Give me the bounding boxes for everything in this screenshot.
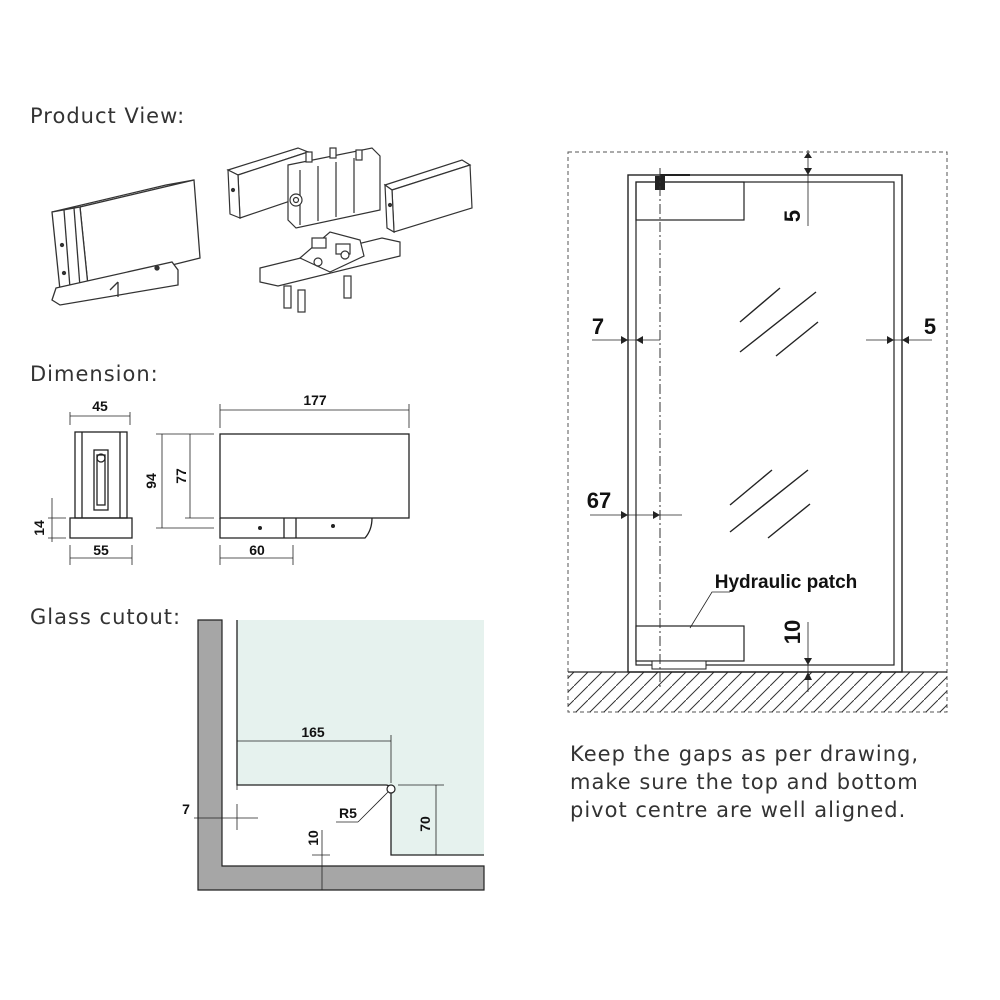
- screw-hole: [331, 524, 335, 528]
- screw-hole: [258, 526, 262, 530]
- cutout-label-165: 165: [301, 724, 325, 740]
- dimension-label-77: 77: [173, 468, 189, 484]
- section-title-product-view: Product View:: [30, 104, 186, 128]
- door-label-left-gap: 7: [592, 314, 604, 339]
- door-label-top-gap: 5: [780, 210, 805, 222]
- front-view-drawing: [156, 404, 410, 565]
- installation-note: Keep the gaps as per drawing, make sure …: [570, 740, 919, 824]
- dimension-label-177: 177: [303, 392, 327, 408]
- assembled-hinge-illustration: [51, 179, 201, 306]
- door-installation-drawing: [567, 150, 948, 713]
- cutout-label-70: 70: [417, 816, 433, 832]
- door-label-bottom-gap: 10: [780, 620, 805, 644]
- dimension-label-60: 60: [249, 542, 265, 558]
- cutout-label-r5: R5: [339, 805, 357, 821]
- installation-note-line: pivot centre are well aligned.: [570, 798, 907, 822]
- installation-note-line: Keep the gaps as per drawing,: [570, 742, 920, 766]
- dimension-label-45: 45: [92, 398, 108, 414]
- section-title-glass-cutout: Glass cutout:: [30, 605, 182, 629]
- section-title-dimension: Dimension:: [30, 362, 159, 386]
- installation-note-line: make sure the top and bottom: [570, 770, 919, 794]
- cutout-label-10: 10: [305, 830, 321, 846]
- dimension-label-14: 14: [31, 520, 47, 536]
- side-view-drawing: [48, 412, 133, 565]
- exploded-hinge-illustration: [226, 147, 473, 313]
- hydraulic-patch-label: Hydraulic patch: [715, 572, 858, 593]
- door-label-right-gap: 5: [924, 314, 936, 339]
- dimension-label-55: 55: [93, 542, 109, 558]
- cutout-label-7: 7: [182, 801, 190, 817]
- door-label-pivot-offset: 67: [587, 488, 611, 513]
- dimension-label-94: 94: [143, 473, 159, 489]
- glass-cutout-drawing: [194, 619, 485, 891]
